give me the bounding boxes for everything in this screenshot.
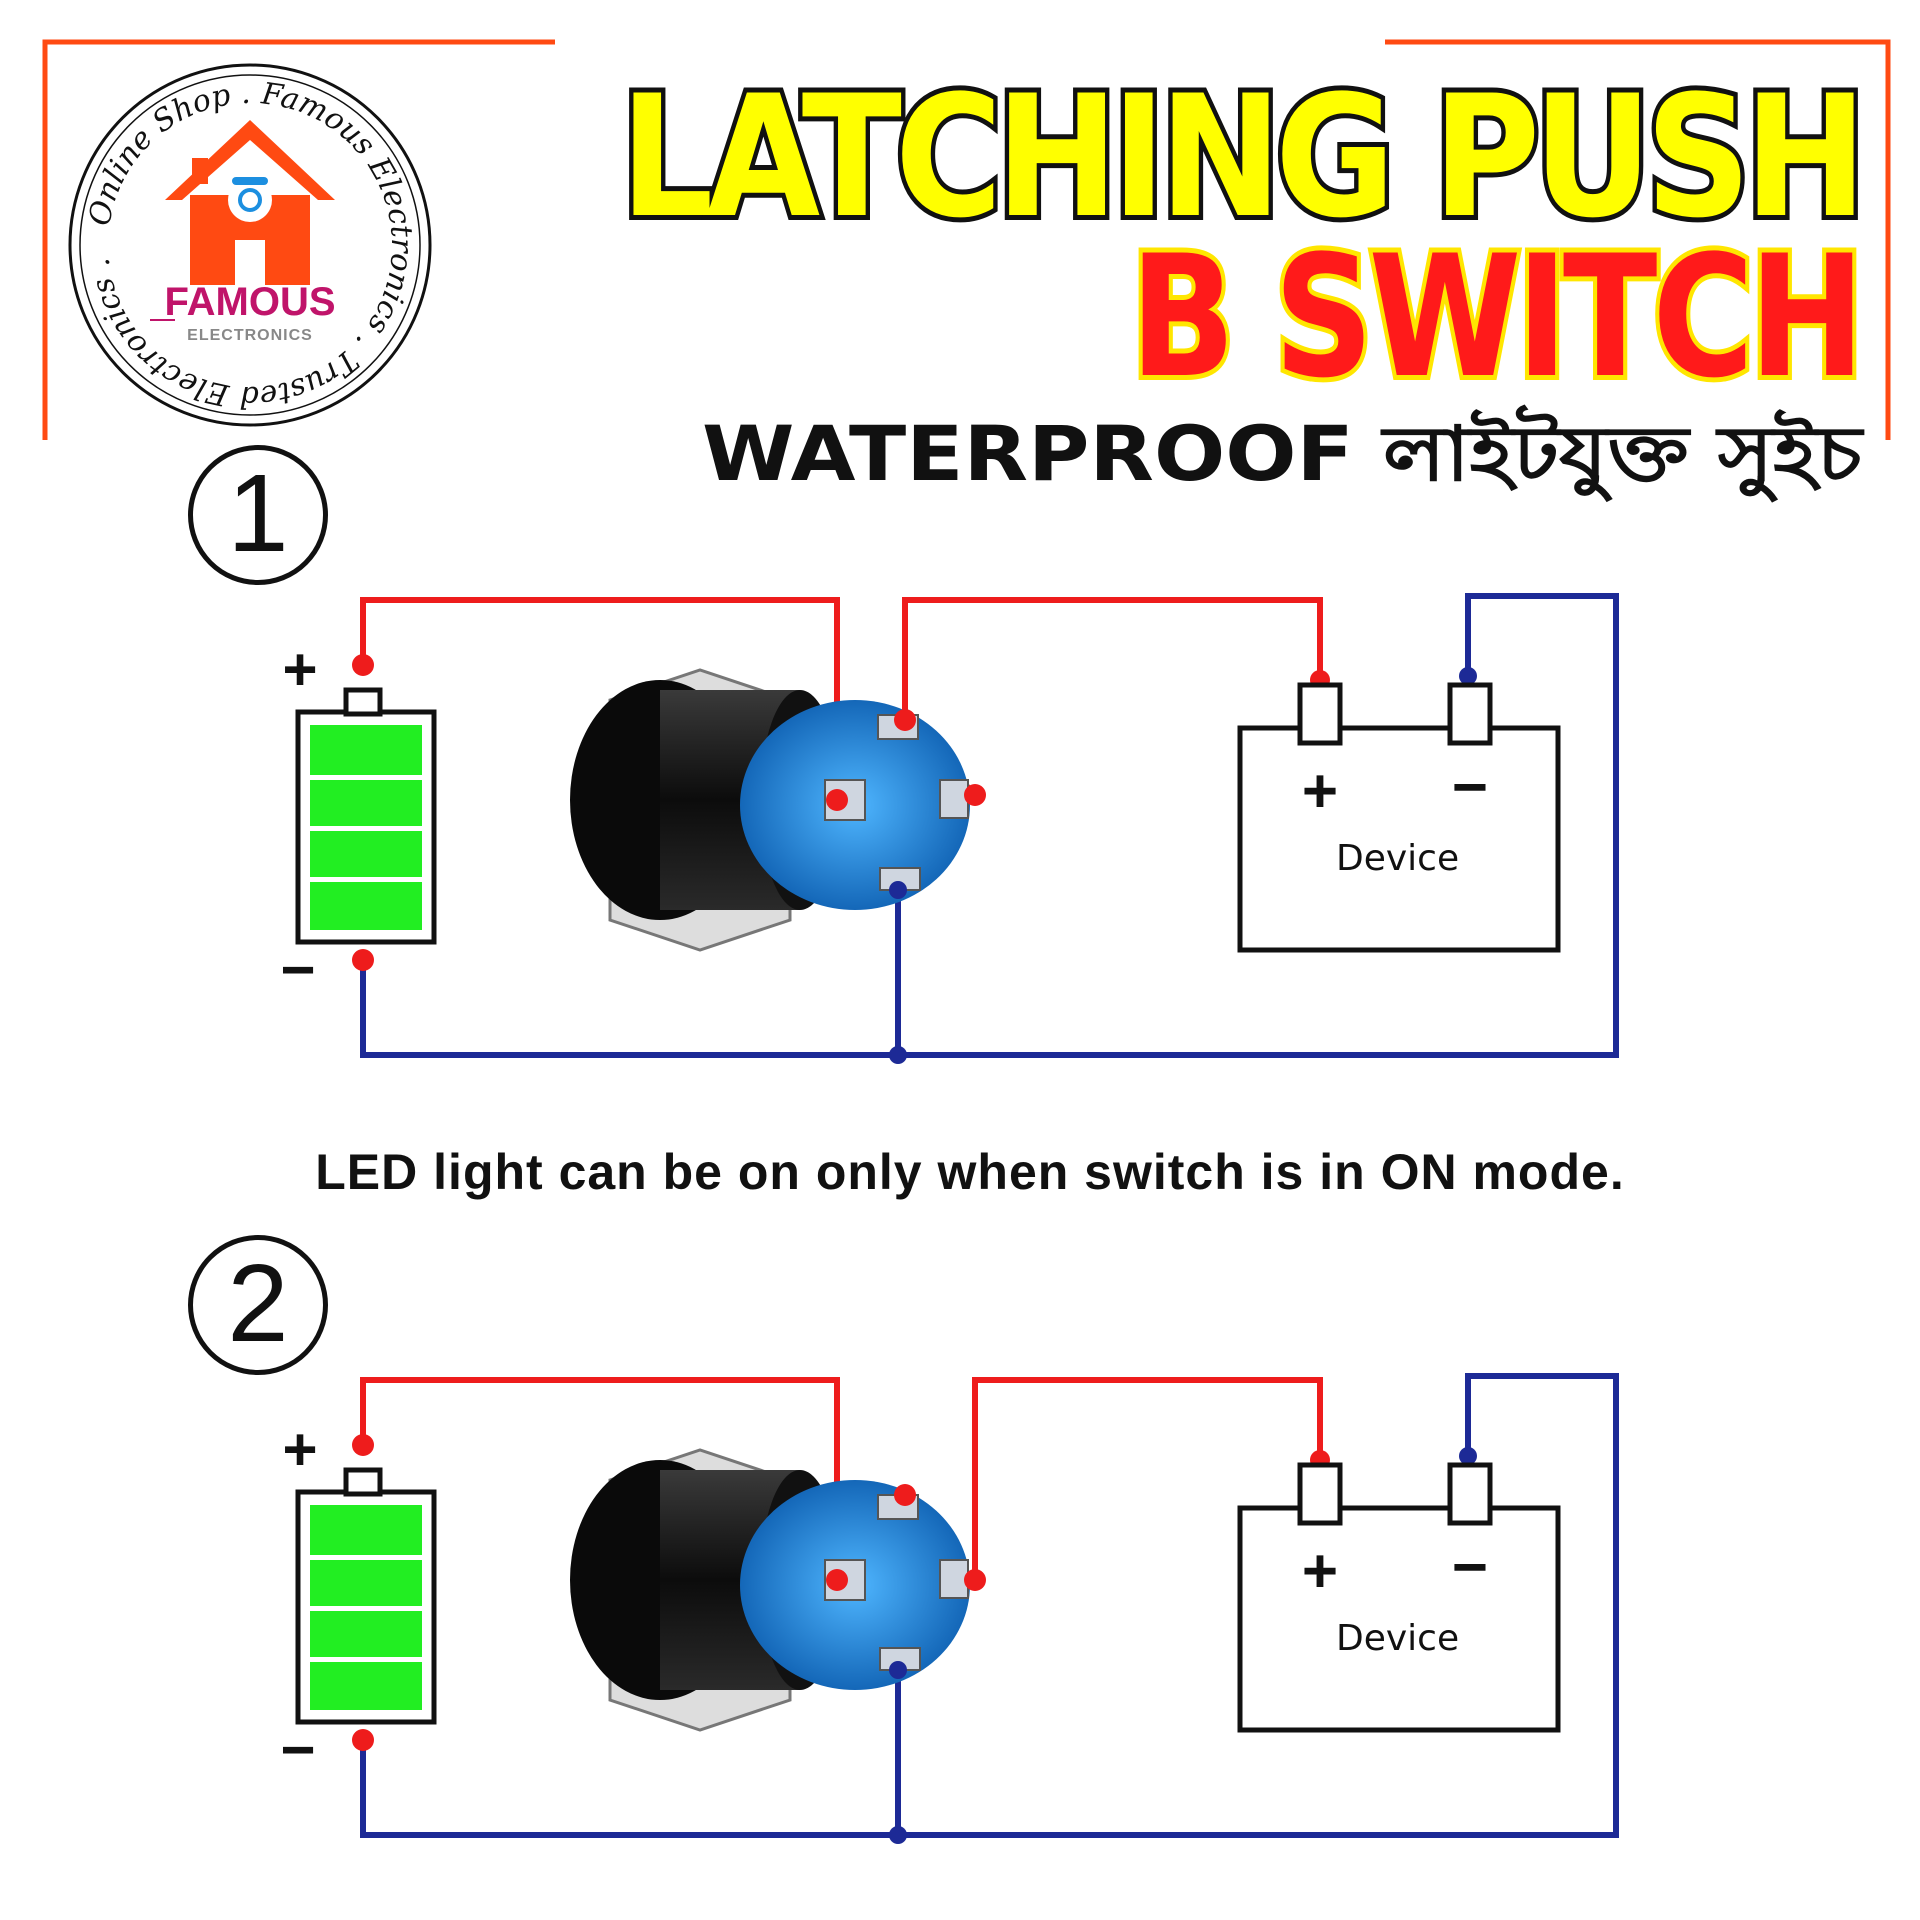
diagram-2: + − + − [280, 1373, 1619, 1844]
logo-sub-brand: ELECTRONICS [187, 327, 313, 344]
latching-switch [570, 668, 970, 952]
device-label-1: Device [1336, 838, 1460, 879]
device-box [1237, 1462, 1561, 1733]
device-minus: − [1452, 753, 1488, 822]
device-plus: + [1302, 757, 1338, 826]
title-line-1: LATCHING PUSH [620, 59, 1860, 255]
device-minus: − [1452, 1533, 1488, 1602]
diagram-1: + − + − [280, 593, 1619, 1064]
battery-plus: + [282, 636, 317, 703]
frame-lines [42, 39, 1891, 440]
subtitle: WATERPROOF লাইটযুক্ত সুইচ [702, 404, 1865, 502]
latching-switch [570, 1448, 970, 1732]
house-icon [165, 120, 335, 285]
battery [295, 687, 437, 945]
logo: Online Shop . Famous Electronics . Trust… [68, 63, 432, 427]
step-number-1: 1 [188, 445, 328, 585]
battery-minus: − [280, 1716, 315, 1783]
device-label-2: Device [1336, 1618, 1460, 1659]
logo-brand: FAMOUS [164, 280, 335, 324]
caption: LED light can be on only when switch is … [315, 1144, 1625, 1200]
battery [295, 1467, 437, 1725]
step-number-2: 2 [188, 1235, 328, 1375]
device-plus: + [1302, 1537, 1338, 1606]
battery-plus: + [282, 1416, 317, 1483]
battery-minus: − [280, 936, 315, 1003]
title-line-2: B SWITCH [1130, 219, 1860, 415]
device-box [1237, 682, 1561, 953]
